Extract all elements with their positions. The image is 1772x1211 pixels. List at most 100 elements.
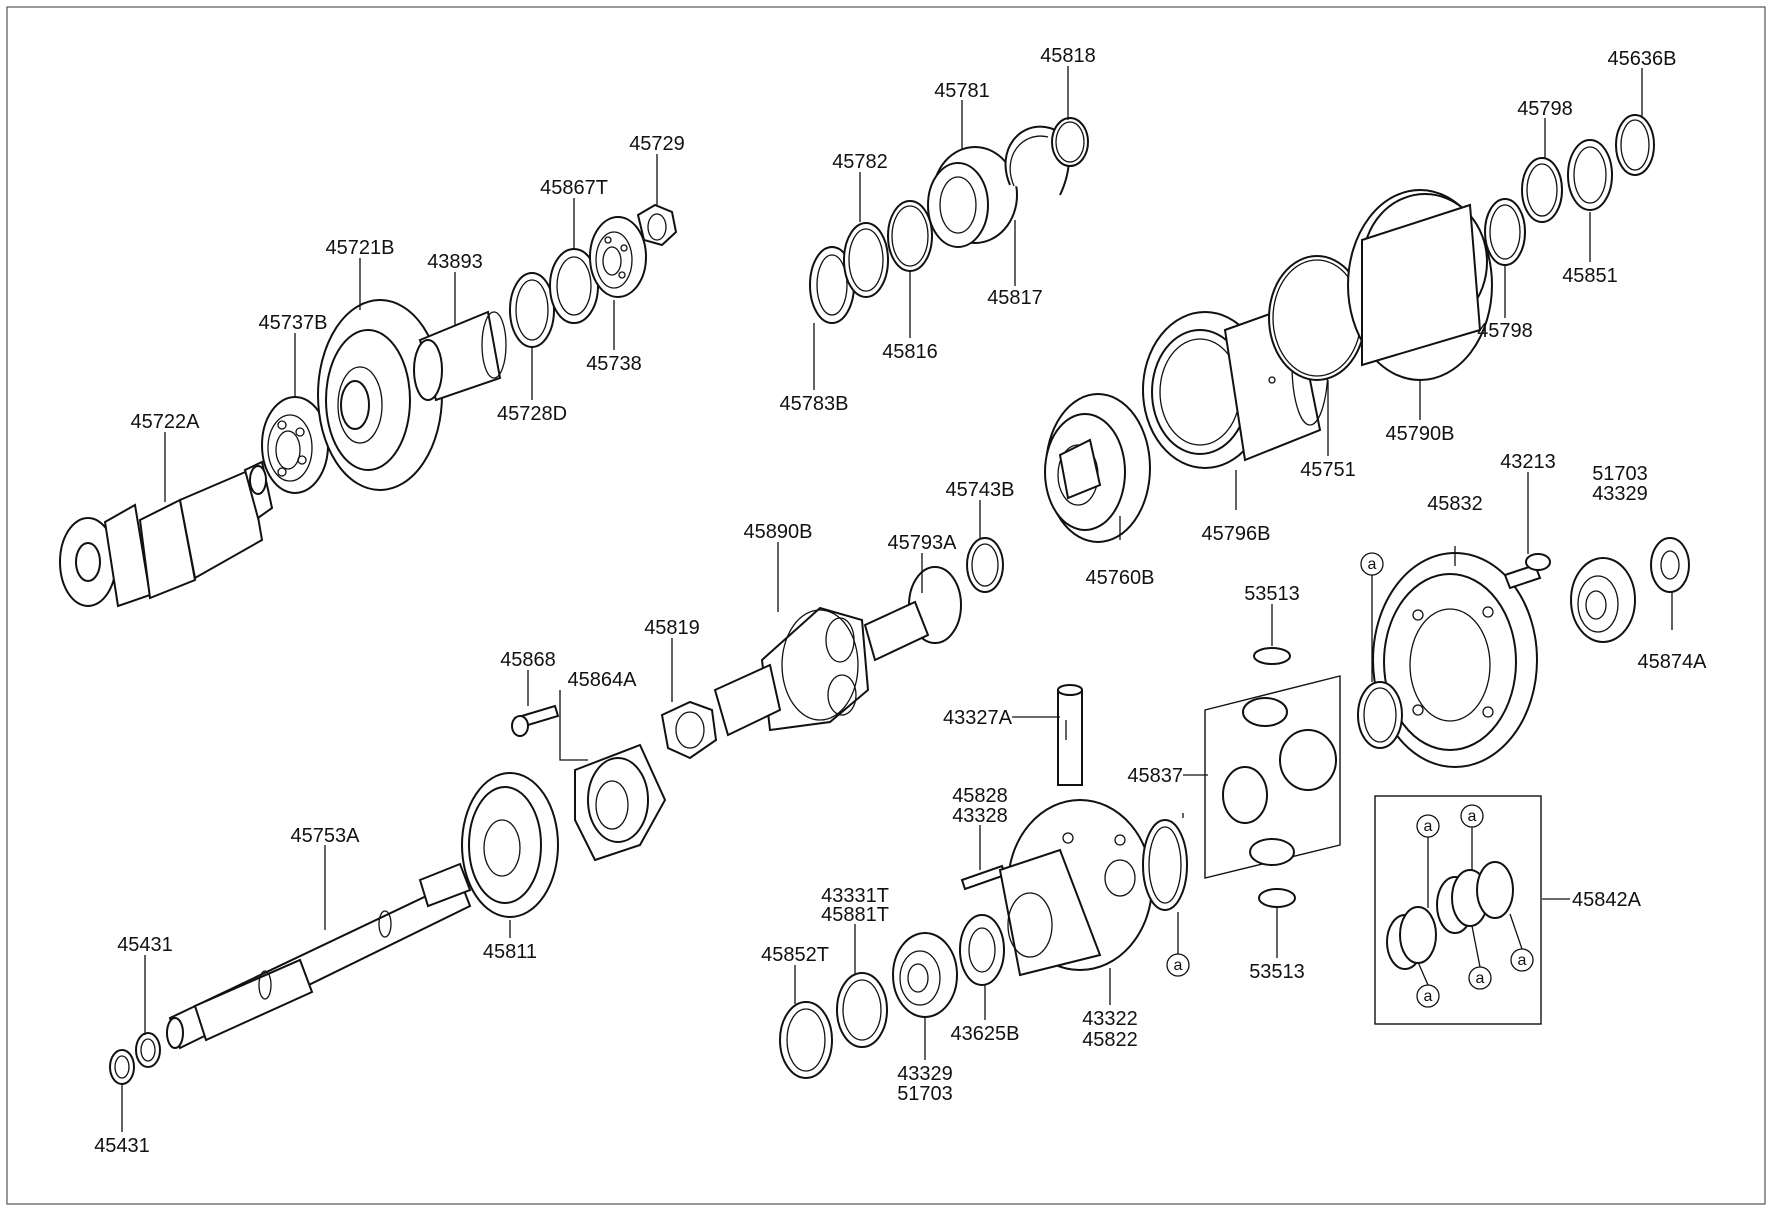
label-45793a: 45793A — [888, 532, 958, 554]
washer-45798-bottom — [1484, 198, 1526, 266]
pin-45828 — [960, 864, 1007, 891]
ref-marker: a — [1416, 814, 1440, 908]
label-51703-upper: 51703 — [1592, 463, 1648, 485]
label-43327a: 43327A — [943, 707, 1013, 729]
label-43331t: 43331T — [821, 885, 889, 907]
ring-45782 — [843, 222, 889, 298]
label-43213: 43213 — [1500, 451, 1556, 473]
ref-marker: a — [1416, 961, 1440, 1008]
ref-marker: a — [1460, 804, 1484, 870]
case-43322 — [998, 799, 1153, 977]
label-45811: 45811 — [483, 941, 537, 963]
ring-gear-45832 — [1372, 552, 1538, 768]
label-45874a: 45874A — [1638, 651, 1708, 673]
label-45790b: 45790B — [1386, 423, 1455, 445]
label-45818: 45818 — [1040, 45, 1096, 67]
shim-set-45842a — [1386, 861, 1514, 970]
svg-text:a: a — [1424, 818, 1433, 835]
label-45728d: 45728D — [497, 403, 567, 425]
bearing-43625b — [959, 914, 1005, 986]
bearing-45738 — [589, 216, 647, 298]
label-43328: 43328 — [952, 805, 1008, 827]
label-45782: 45782 — [832, 151, 888, 173]
shaft-45753a — [166, 862, 472, 1050]
snap-ring-45818 — [1051, 117, 1089, 167]
washer-45743b — [966, 537, 1004, 593]
label-43329-lower: 43329 — [897, 1063, 953, 1085]
svg-text:a: a — [1174, 957, 1183, 974]
label-45431-top: 45431 — [117, 934, 173, 956]
label-45751: 45751 — [1300, 459, 1356, 481]
label-45431-bottom: 45431 — [94, 1135, 150, 1157]
washer-45798-top — [1521, 157, 1563, 223]
label-45837: 45837 — [1127, 765, 1183, 787]
label-45798-bottom: 45798 — [1477, 320, 1533, 342]
ring-45816 — [887, 200, 933, 272]
leader-lines — [121, 66, 1673, 1132]
label-45737b: 45737B — [259, 312, 328, 334]
label-45868: 45868 — [500, 649, 556, 671]
clutch-drum-45790b — [1347, 189, 1493, 381]
label-53513-top: 53513 — [1244, 583, 1300, 605]
svg-text:a: a — [1476, 970, 1485, 987]
gear-45811 — [461, 772, 559, 918]
svg-text:a: a — [1468, 808, 1477, 825]
label-45816: 45816 — [882, 341, 938, 363]
ref-marker: a — [1360, 552, 1384, 682]
label-43322: 43322 — [1082, 1008, 1138, 1030]
label-45881t: 45881T — [821, 904, 889, 926]
planetary-45890b — [713, 606, 870, 737]
svg-text:a: a — [1368, 556, 1377, 573]
page-frame — [6, 6, 1766, 1205]
shim-45852t — [779, 1001, 833, 1079]
ref-marker: a — [1509, 913, 1534, 972]
bolt-43213 — [1503, 553, 1551, 590]
pinion-set-box — [1204, 675, 1341, 879]
nut-45819 — [660, 700, 718, 760]
washer-diff-right — [1142, 819, 1188, 911]
label-45828: 45828 — [952, 785, 1008, 807]
label-45796b: 45796B — [1202, 523, 1271, 545]
shaft-45722a — [59, 460, 274, 608]
washer-45636b — [1615, 114, 1655, 176]
label-53513-bottom: 53513 — [1249, 961, 1305, 983]
hub-45781 — [927, 146, 1018, 248]
part-labels: 45818 45636B 45781 45798 45729 45782 458… — [94, 45, 1707, 1157]
bearing-43329-upper — [1570, 557, 1636, 643]
label-43893: 43893 — [427, 251, 483, 273]
svg-text:a: a — [1424, 988, 1433, 1005]
washer-53513-bottom — [1258, 888, 1296, 908]
label-45722a: 45722A — [131, 411, 201, 433]
washer-45851 — [1567, 139, 1613, 211]
label-45753a: 45753A — [291, 825, 361, 847]
label-45851: 45851 — [1562, 265, 1618, 287]
washer-45832-left — [1357, 681, 1403, 749]
label-45819: 45819 — [644, 617, 700, 639]
label-45738: 45738 — [586, 353, 642, 375]
label-45890b: 45890B — [744, 521, 813, 543]
label-45721b: 45721B — [326, 237, 395, 259]
label-45798-top: 45798 — [1517, 98, 1573, 120]
label-45822: 45822 — [1082, 1029, 1138, 1051]
label-51703-lower: 51703 — [897, 1083, 953, 1105]
washer-53513-top — [1253, 647, 1291, 665]
ref-marker: a — [1166, 912, 1190, 977]
bearing-43329-lower — [892, 932, 958, 1018]
bearing-45737b — [261, 396, 329, 494]
label-45867t: 45867T — [540, 177, 608, 199]
washer-45431-bottom — [109, 1049, 135, 1085]
seal-45874a — [1650, 537, 1690, 593]
label-45781: 45781 — [934, 80, 990, 102]
label-43625b: 43625B — [951, 1023, 1020, 1045]
ref-marker: a — [1468, 925, 1492, 990]
label-45636b: 45636B — [1608, 48, 1677, 70]
label-45760b: 45760B — [1086, 567, 1155, 589]
nut-45729 — [636, 203, 678, 247]
label-45817: 45817 — [987, 287, 1043, 309]
shim-43331t — [836, 972, 888, 1048]
bolt-45868 — [511, 704, 560, 737]
carrier-45760b — [1044, 393, 1151, 543]
pinion-gears-45837 — [1222, 697, 1337, 866]
bearing-retainer-45864a — [574, 743, 667, 862]
washer-45431-top — [135, 1032, 161, 1068]
